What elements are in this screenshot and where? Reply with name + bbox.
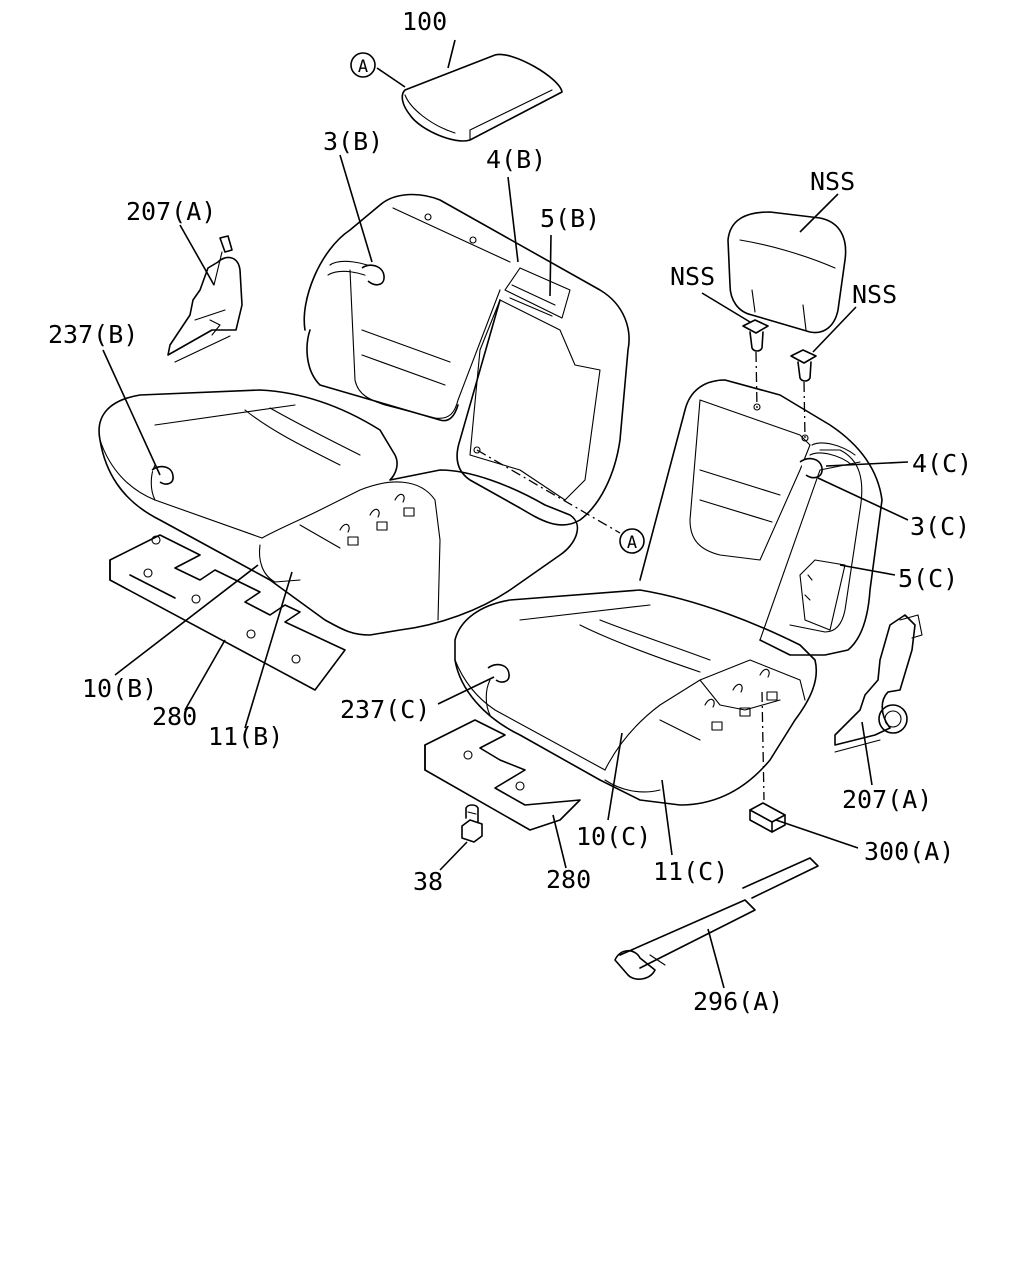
label-237c: 237(C) (340, 695, 430, 724)
label-11b: 11(B) (208, 722, 283, 751)
leader-lines (102, 39, 909, 989)
label-5b: 5(B) (540, 204, 600, 233)
headrest-guide-right (790, 349, 817, 382)
label-5c: 5(C) (898, 564, 958, 593)
seat-belt-buckle-207a-upper (167, 235, 243, 363)
left-seat-base-plate-280 (109, 534, 346, 691)
pad-axis (761, 691, 765, 801)
right-seat-base-plate-280 (424, 719, 581, 831)
headrest-guide-left (742, 319, 769, 352)
label-280-right: 280 (546, 865, 591, 894)
armrest-100 (401, 53, 563, 142)
ref-mark-middle: A (619, 528, 645, 554)
label-3c: 3(C) (910, 512, 970, 541)
label-nss-left: NSS (670, 262, 715, 291)
label-100: 100 (402, 7, 447, 36)
right-seat-backrest (639, 379, 883, 656)
label-4c: 4(C) (912, 449, 972, 478)
label-3b: 3(B) (323, 127, 383, 156)
label-11c: 11(C) (653, 857, 728, 886)
ref-mark-top-text: A (358, 57, 368, 77)
label-nss-top: NSS (810, 167, 855, 196)
bolt-38 (461, 804, 483, 843)
left-seat-backrest (303, 193, 630, 526)
label-nss-right: NSS (852, 280, 897, 309)
strap-296a (614, 857, 819, 980)
label-10c: 10(C) (576, 822, 651, 851)
right-seat-cushion (454, 589, 818, 806)
left-seat-cushion (98, 389, 579, 636)
ref-mark-top: A (350, 52, 376, 78)
ref-mark-middle-text: A (627, 533, 637, 553)
label-237b: 237(B) (48, 320, 138, 349)
label-38: 38 (413, 867, 443, 896)
label-207a-bottom: 207(A) (842, 785, 932, 814)
label-4b: 4(B) (486, 145, 546, 174)
label-207a-top: 207(A) (126, 197, 216, 226)
headrest-axis-left (755, 351, 758, 409)
headrest-axis-right (803, 381, 806, 439)
pad-300a (749, 802, 786, 833)
label-300a: 300(A) (864, 837, 954, 866)
label-10b: 10(B) (82, 674, 157, 703)
seat-belt-buckle-207a-lower (834, 614, 923, 753)
label-280-left: 280 (152, 702, 197, 731)
headrest-nss (727, 211, 847, 334)
label-296a: 296(A) (693, 987, 783, 1016)
